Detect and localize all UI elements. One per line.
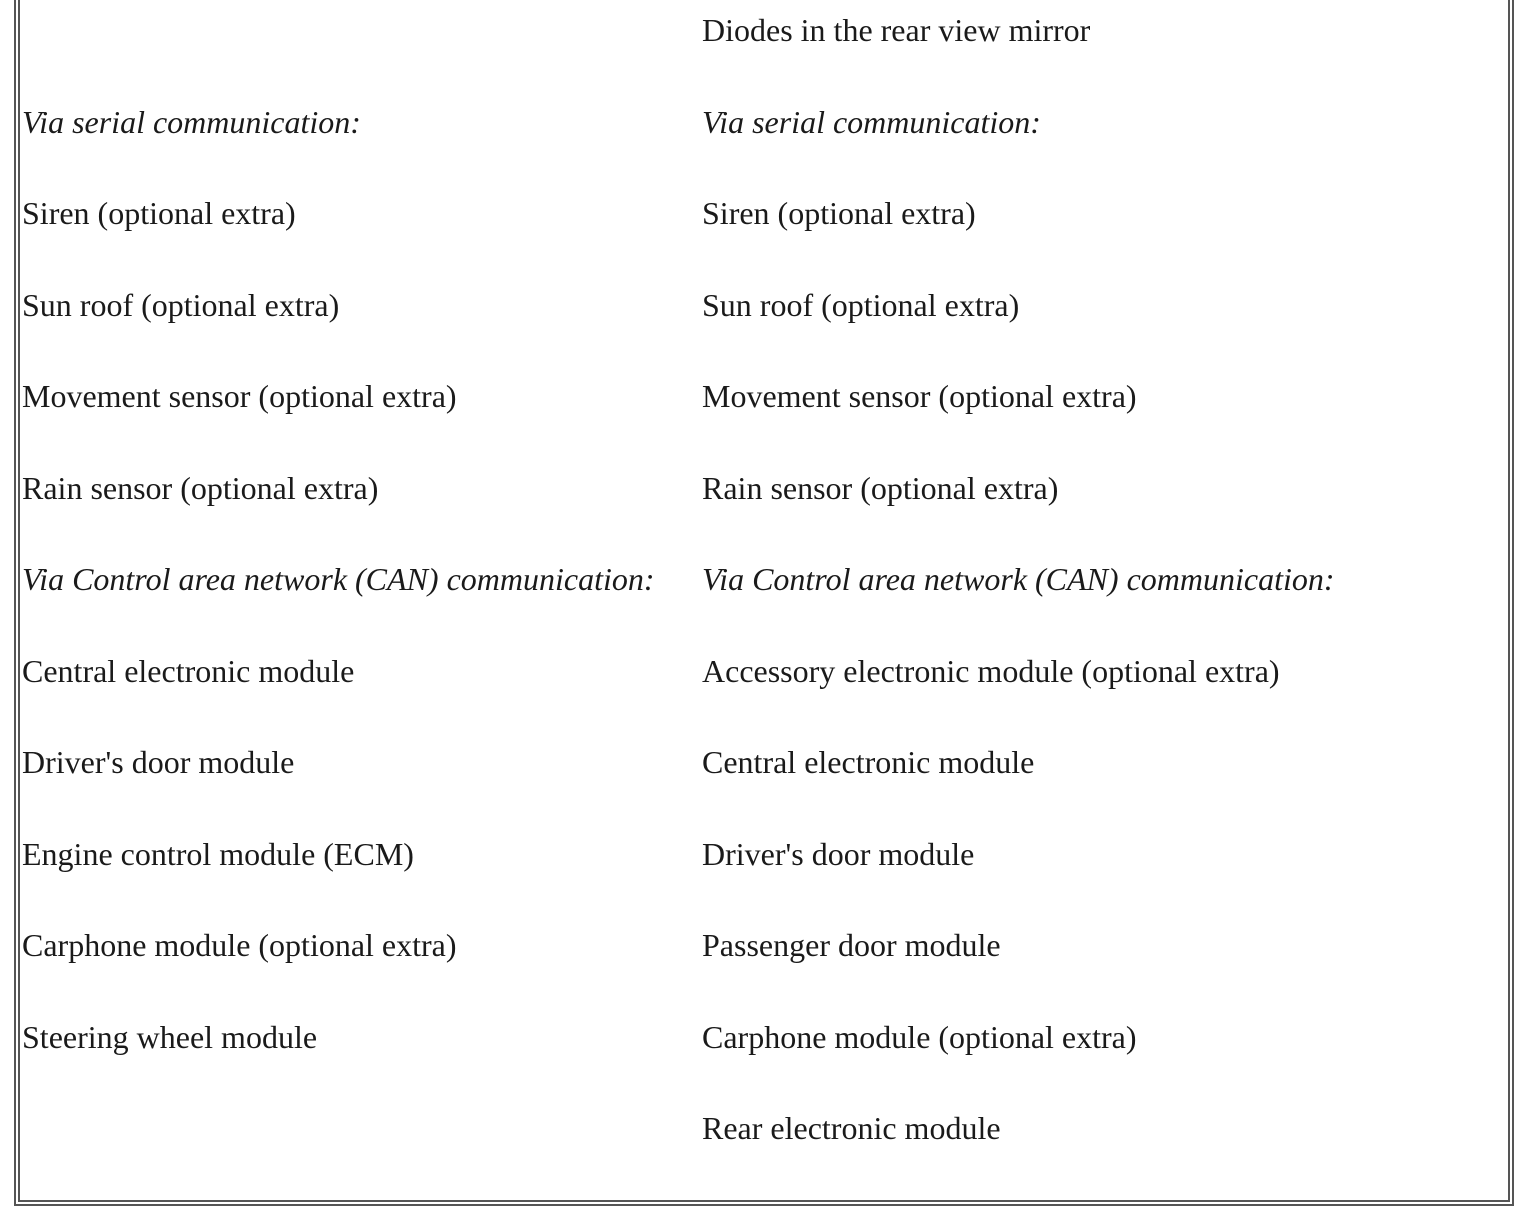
section-heading: Via Control area network (CAN) communica… — [702, 561, 1335, 597]
list-item: Carphone module (optional extra) — [702, 1018, 1137, 1055]
list-item: Sun roof (optional extra) — [702, 286, 1020, 323]
list-item: Accessory electronic module (optional ex… — [702, 652, 1280, 689]
section-heading: Via Control area network (CAN) communica… — [22, 561, 655, 597]
section-heading: Via serial communication: — [22, 103, 361, 140]
list-item: Diodes in the rear view mirror — [702, 12, 1091, 48]
list-item: Steering wheel module — [22, 1018, 318, 1055]
list-item: Driver's door module — [22, 744, 295, 780]
list-item: Driver's door module — [702, 835, 975, 872]
section-heading: Via serial communication: — [702, 103, 1041, 140]
list-item: Central electronic module — [22, 652, 355, 689]
list-item: Movement sensor (optional extra) — [702, 378, 1137, 414]
list-item: Rear electronic module — [702, 1110, 1001, 1146]
list-item: Siren (optional extra) — [702, 195, 976, 231]
list-item: Passenger door module — [702, 927, 1001, 963]
list-item: Sun roof (optional extra) — [22, 286, 340, 323]
list-item: Rain sensor (optional extra) — [702, 469, 1059, 506]
list-item: Siren (optional extra) — [22, 195, 296, 231]
list-item: Carphone module (optional extra) — [22, 927, 457, 963]
list-item: Movement sensor (optional extra) — [22, 378, 457, 414]
table-frame — [14, 0, 1514, 1206]
list-item: Engine control module (ECM) — [22, 835, 414, 872]
list-item: Rain sensor (optional extra) — [22, 469, 379, 506]
list-item: Central electronic module — [702, 744, 1035, 780]
